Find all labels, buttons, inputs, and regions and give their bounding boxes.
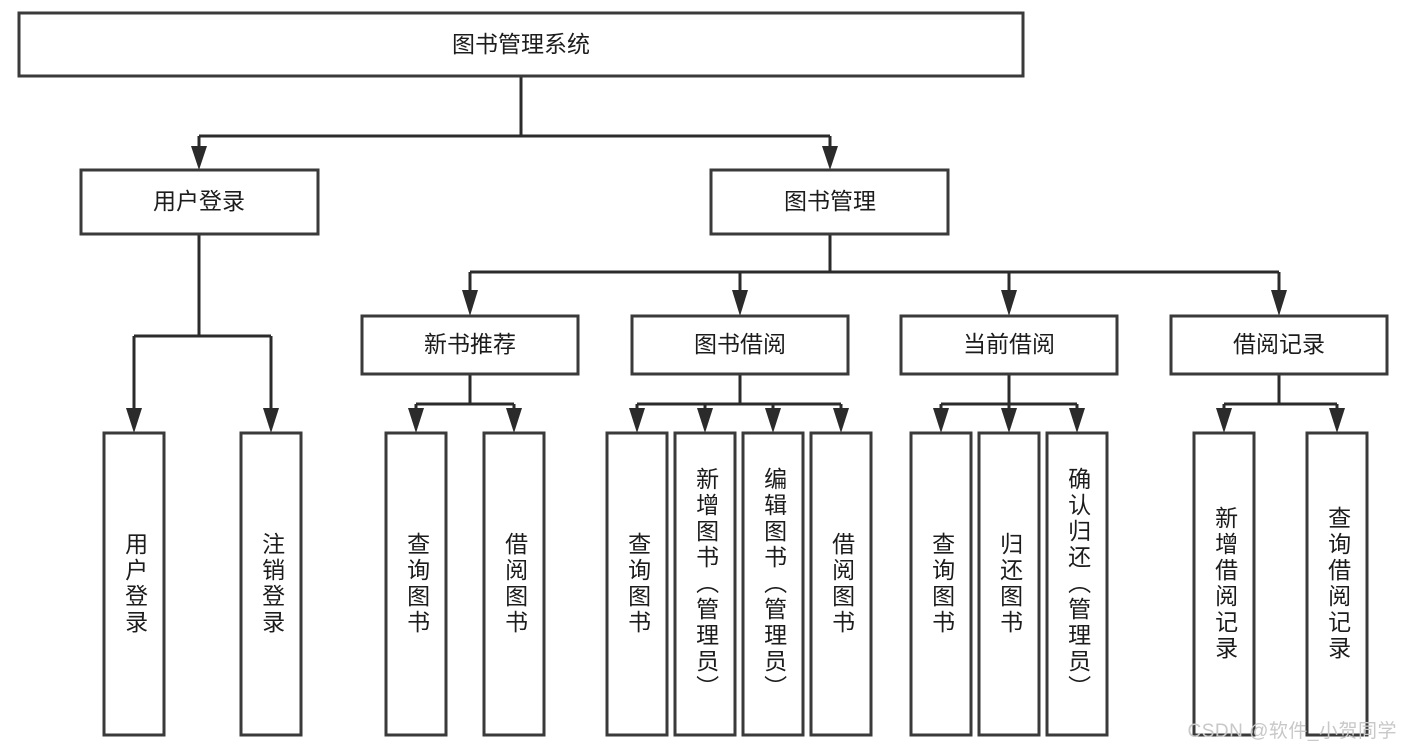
node-box-borrow-record[interactable] [1169,314,1389,376]
arrowhead-borrowrecord-leaf-1 [1216,408,1232,433]
arrowhead-newbook-leaf-2 [506,408,522,433]
node-box-current-borrow[interactable] [899,314,1119,376]
node-box-root[interactable] [17,11,1025,78]
node-box-book-management[interactable] [709,168,950,236]
node-box-leaf-bookborrow-borrow[interactable] [809,431,873,737]
arrowhead-bookborrow-leaf-2 [697,408,713,433]
arrowhead-borrowrecord-leaf-2 [1329,408,1345,433]
node-box-leaf-bookborrow-query[interactable] [605,431,669,737]
arrowhead-book-mgmt [822,146,838,170]
node-box-leaf-bookborrow-add[interactable] [673,431,737,737]
node-box-leaf-record-query[interactable] [1305,431,1369,737]
arrowhead-currentborrow-leaf-3 [1069,408,1085,433]
arrowhead-borrow-record [1271,290,1287,316]
node-box-leaf-bookborrow-edit[interactable] [741,431,805,737]
node-box-leaf-currentborrow-query[interactable] [909,431,973,737]
arrowhead-currentborrow-leaf-1 [933,408,949,433]
node-label-current-borrow: 当前借阅 [963,331,1055,357]
node-box-user-login[interactable] [79,168,320,236]
arrowhead-newbook-leaf-1 [408,408,424,433]
arrowhead-book-borrow [732,290,748,316]
arrowhead-currentborrow-leaf-2 [1001,408,1017,433]
arrowhead-current-borrow [1001,290,1017,316]
node-box-leaf-record-add[interactable] [1192,431,1256,737]
node-box-leaf-newbook-query[interactable] [384,431,448,737]
node-label-book-borrow: 图书借阅 [694,331,786,357]
connectors-group [126,76,1345,433]
arrowhead-bookborrow-leaf-4 [833,408,849,433]
node-label-book-management: 图书管理 [784,188,876,214]
node-label-user-login: 用户登录 [153,188,245,214]
boxes-group: 图书管理系统 用户登录 图书管理 新书推荐 图书借阅 当前借阅 借阅记录 [17,11,1389,737]
node-label-root: 图书管理系统 [452,31,590,57]
arrowhead-leaf-logout [263,408,279,433]
node-box-leaf-currentborrow-confirm[interactable] [1045,431,1109,737]
node-box-new-book-recommend[interactable] [360,314,580,376]
arrowhead-new-book [462,290,478,316]
arrowhead-bookborrow-leaf-1 [629,408,645,433]
arrowhead-user-login [191,146,207,170]
node-box-leaf-user-login[interactable] [102,431,166,737]
node-box-leaf-currentborrow-return[interactable] [977,431,1041,737]
node-label-borrow-record: 借阅记录 [1233,331,1325,357]
node-box-book-borrow[interactable] [630,314,850,376]
arrowhead-leaf-user-login [126,408,142,433]
arrowhead-bookborrow-leaf-3 [765,408,781,433]
node-box-leaf-newbook-borrow[interactable] [482,431,546,737]
node-label-new-book-recommend: 新书推荐 [424,331,516,357]
node-box-leaf-logout[interactable] [239,431,303,737]
